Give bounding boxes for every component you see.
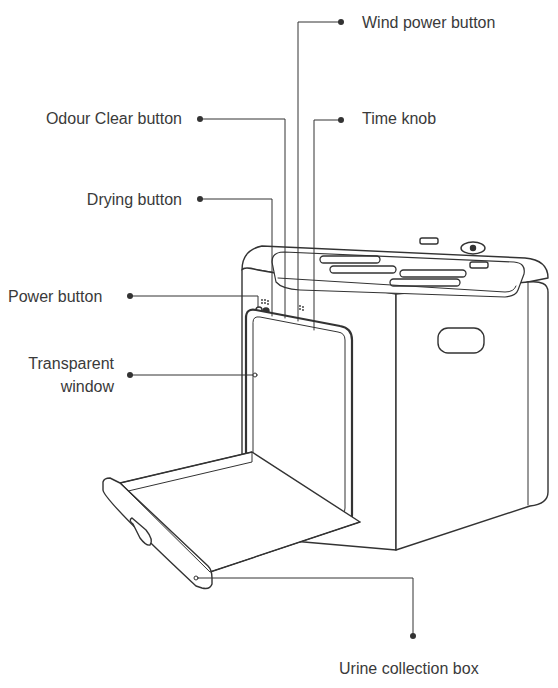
part-label: Urine collection box: [339, 657, 539, 680]
part-label: Power button: [8, 285, 123, 308]
end-rings: [194, 373, 257, 580]
part-label: Wind power button: [362, 11, 542, 34]
part-label: Time knob: [362, 107, 482, 130]
part-label: Transparent window: [14, 352, 114, 398]
urine-collection-box: [103, 452, 360, 589]
part-label: Drying button: [10, 188, 182, 211]
lid: [272, 238, 524, 297]
part-label: Odour Clear button: [10, 107, 182, 130]
